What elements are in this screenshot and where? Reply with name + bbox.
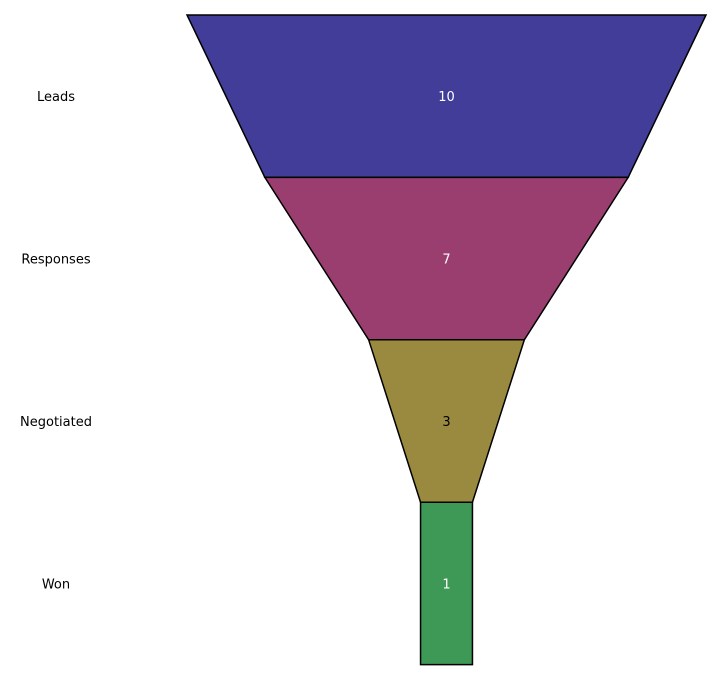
category-label: Won	[42, 577, 70, 592]
category-label: Responses	[21, 253, 90, 268]
value-label: 1	[442, 577, 450, 592]
value-label: 7	[442, 253, 450, 268]
category-label: Negotiated	[20, 415, 92, 430]
funnel-segment-won	[419, 501, 474, 666]
value-label: 10	[438, 90, 455, 105]
value-label: 3	[442, 415, 450, 430]
category-label: Leads	[37, 90, 75, 105]
